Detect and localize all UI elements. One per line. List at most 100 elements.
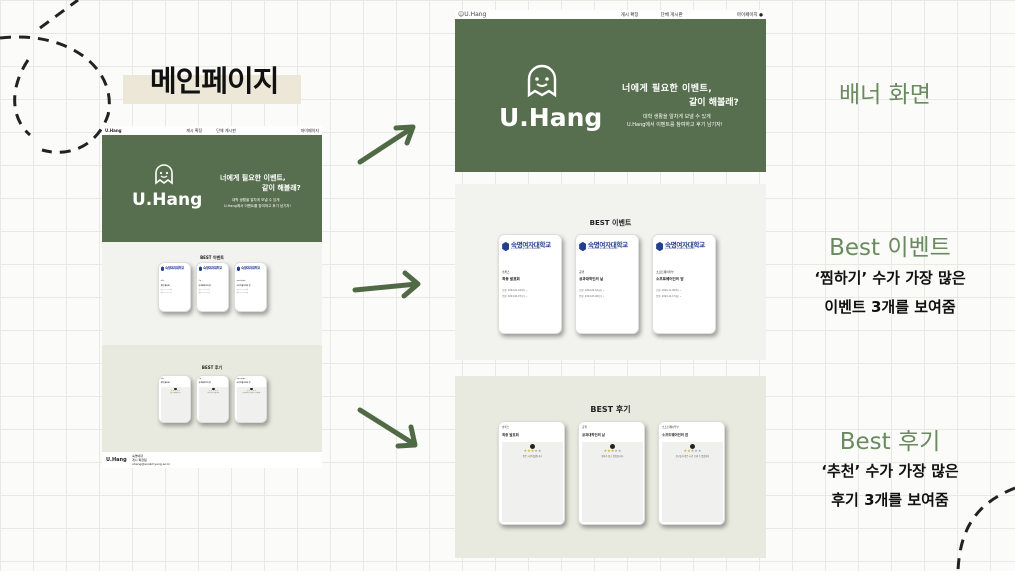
best-review-title: BEST 후기 [590,405,631,414]
school-logo-sub: SOOKMYUNG WOMEN'S UNIVERSITY [203,269,222,271]
rating-stars: ★★★★★ [502,448,563,454]
event-apply-date: 신청: 2024.01.18(목) ~ [160,289,174,291]
school-logo-sub: SOOKMYUNG WOMEN'S UNIVERSITY [665,247,696,250]
banner-line2: 같이 해볼래? [689,98,739,108]
star-empty-icon: ★ [694,448,698,453]
review-card[interactable]: 솔록스 최종 발표회 ★★★★★ 좋은 시간이었습니다. [498,421,565,525]
event-apply-date: 신청: 2024.11.06(목) ~ [236,289,250,291]
review-org: 공행 [582,426,587,429]
preview-nav-item1[interactable]: 게시 확장 [186,127,203,133]
event-name: 최종 발표회 [160,285,170,288]
banner-nav-item2[interactable]: 단체 게시판 [660,12,683,18]
label-best-review-desc2: 후기 3개를 보여줌 [831,491,949,509]
review-card[interactable]: 소프트웨어학부 소프트웨어인의 밤 ★★★★★ 친구들과 좋은 시간 보낼 수 … [658,421,725,525]
event-run-date: 운영: 2024.03.06(수) ~ [198,292,212,294]
label-best-event-desc2: 이벤트 3개를 보여줌 [824,298,956,316]
nav-ghost-icon: ☺ [458,11,465,18]
event-card[interactable]: 숙명여자대학교 SOOKMYUNG WOMEN'S UNIVERSITY 공행 … [575,234,639,334]
school-logo-sub: SOOKMYUNG WOMEN'S UNIVERSITY [511,247,542,250]
school-logo-text: 숙명여자대학교 [588,241,628,250]
banner-brand: U.Hang [499,103,603,132]
school-logo: 숙명여자대학교 SOOKMYUNG WOMEN'S UNIVERSITY [198,265,228,272]
star-filled-icon: ★ [248,390,251,393]
event-card[interactable]: 숙명여자대학교 SOOKMYUNG WOMEN'S UNIVERSITY 소프트… [234,262,267,312]
star-filled-icon: ★ [246,390,249,393]
event-org: 소프트웨어학부 [236,281,246,283]
school-logo-text: 숙명여자대학교 [203,265,222,270]
page-heading: 메인페이지 [150,64,279,98]
label-banner: 배너 화면 [839,82,931,108]
review-event-name: 소프트웨어인의 밤 [662,433,689,437]
banner-zoom: ☺U.Hang 게시 확장 단체 게시판 마이페이지 ● U.Hang 너에게 … [455,10,766,172]
star-empty-icon: ★ [252,390,255,393]
review-card[interactable]: 소프트웨어학부 소프트웨어인의 밤 ★★★★★ 친구들과 좋은 시간 보낼 수 … [234,375,267,423]
banner-line1: 너에게 필요한 이벤트, [622,84,713,94]
event-card[interactable]: 숙명여자대학교 SOOKMYUNG WOMEN'S UNIVERSITY 솔록스… [158,262,191,312]
school-emblem-icon [656,241,664,252]
event-org: 공행 [579,269,585,274]
preview-nav-item2[interactable]: 단체 게시판 [216,127,236,133]
preview-best-event-section: BEST 이벤트 숙명여자대학교 SOOKMYUNG WOMEN'S UNIVE… [102,242,322,345]
event-org: 소프트웨어학부 [656,269,674,274]
event-card[interactable]: 숙명여자대학교 SOOKMYUNG WOMEN'S UNIVERSITY 소프트… [652,234,716,334]
star-empty-icon: ★ [254,390,257,393]
preview-nav-my[interactable]: 마이페이지 [300,127,319,133]
heading-highlight [123,75,301,104]
review-card[interactable]: 솔록스 최종 발표회 ★★★★★ 좋은 시간이었습니다. [158,375,191,423]
preview-banner: U.Hang 너에게 필요한 이벤트, 같이 해볼래? 대학 생활을 알차게 보… [102,135,322,242]
event-apply-date: 신청: 2024.02.16(금) ~ [579,288,605,292]
review-text: 행사가 참고 알찼습니다. [601,454,624,458]
review-card[interactable]: 공행 공과대학인의 날 ★★★★★ 행사가 참고 알찼습니다. [578,421,645,525]
preview-banner-brand: U.Hang [132,190,203,210]
school-emblem-icon [236,266,241,272]
rating-stars: ★★★★★ [582,448,643,454]
school-logo: 숙명여자대학교 SOOKMYUNG WOMEN'S UNIVERSITY [656,239,714,254]
review-event-name: 최종 발표회 [502,433,519,437]
preview-best-review-title: BEST 후기 [201,365,223,370]
banner-nav-brand-text: U.Hang [464,11,487,18]
label-best-review: Best 후기 [839,429,941,455]
event-card[interactable]: 숙명여자대학교 SOOKMYUNG WOMEN'S UNIVERSITY 공행 … [196,262,229,312]
event-apply-date: 신청: 2024.02.16(금) ~ [198,289,212,291]
ghost-icon [527,64,557,98]
review-text: 친구들과 좋은 시간 보낼 수 있었어요 [675,454,710,458]
review-event-name: 공과대학인의 날 [198,382,211,385]
preview-best-review-section: BEST 후기 솔록스 최종 발표회 ★★★★★ 좋은 시간이었습니다. 공행 … [102,345,322,452]
event-org: 공행 [198,281,202,283]
star-empty-icon: ★ [214,390,217,393]
school-logo-text: 숙명여자대학교 [511,241,551,250]
preview-footer: U.Hang 숙명여대 게시 확장팀 uhang@sookmyung.ac.kr [102,452,322,468]
review-body: ★★★★★ 친구들과 좋은 시간 보낼 수 있었어요 [236,386,266,422]
event-org: 솔록스 [160,281,165,283]
event-card[interactable]: 숙명여자대학교 SOOKMYUNG WOMEN'S UNIVERSITY 솔록스… [498,234,562,334]
review-text: 좋은 시간이었습니다. [522,454,543,458]
banner-nav-my[interactable]: 마이페이지 ● [737,12,763,18]
star-filled-icon: ★ [523,448,528,453]
banner-nav-item1[interactable]: 게시 확장 [620,12,639,18]
rating-stars: ★★★★★ [161,390,190,393]
review-text: 좋은 시간이었습니다. [170,392,181,394]
banner-sub2: U.Hang에서 이벤트를 참여하고 후기 남기자! [627,122,723,128]
preview-brand[interactable]: U.Hang [105,128,122,133]
star-empty-icon: ★ [537,448,542,453]
preview-banner-line2: 같이 해볼래? [262,184,301,192]
banner: U.Hang 너에게 필요한 이벤트, 같이 해볼래? 대학 생활을 알차게 보… [455,19,766,172]
preview-ghost-icon [155,164,173,185]
event-run-date: 운영: 2024.12.17(화) ~ [236,292,250,294]
star-filled-icon: ★ [172,390,175,393]
user-avatar-icon [250,387,253,391]
review-card[interactable]: 공행 공과대학인의 날 ★★★★★ 행사가 참고 알찼습니다. [196,375,229,423]
best-event-title: BEST 이벤트 [589,219,632,227]
banner-nav-brand[interactable]: ☺U.Hang [458,11,486,18]
preview-footer-l1: 숙명여대 [132,454,144,458]
star-empty-icon: ★ [216,390,219,393]
label-best-review-desc1: ‘추천’ 수가 가장 많은 [821,462,959,480]
label-best-event-desc1: ‘찜하기’ 수가 가장 많은 [814,269,966,287]
preview-footer-l3: uhang@sookmyung.ac.kr [132,462,171,466]
star-empty-icon: ★ [617,448,622,453]
user-avatar-icon [174,387,177,391]
review-body: ★★★★★ 좋은 시간이었습니다. [160,386,190,422]
label-best-event: Best 이벤트 [829,235,951,261]
star-filled-icon: ★ [530,448,535,453]
